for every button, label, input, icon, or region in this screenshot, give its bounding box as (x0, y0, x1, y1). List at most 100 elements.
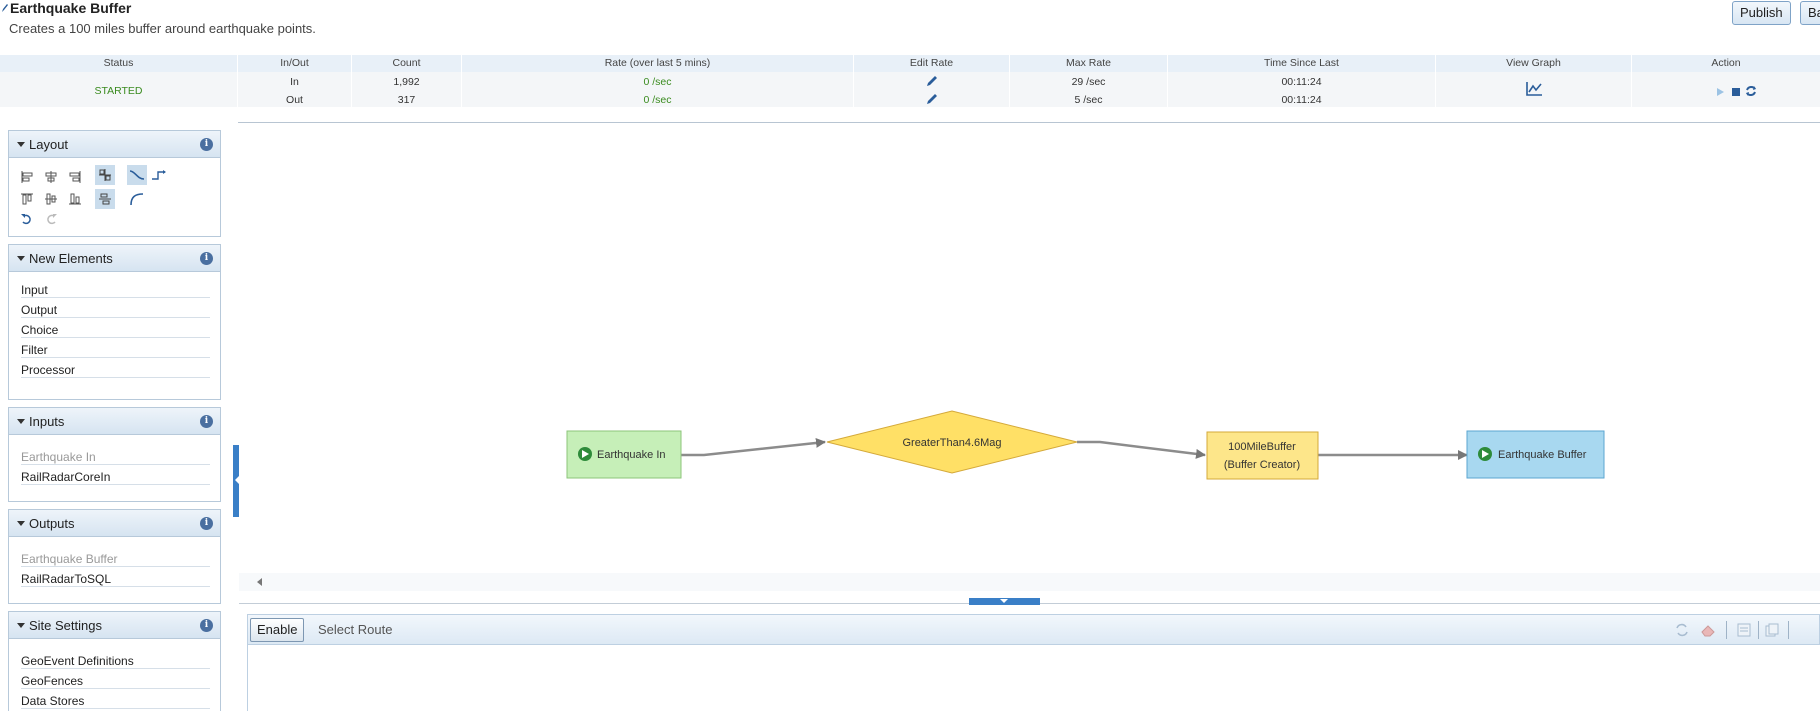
info-icon[interactable]: i (200, 517, 213, 530)
edit-rate-out-icon[interactable] (925, 93, 939, 108)
page-title: Earthquake Buffer (10, 0, 132, 16)
collapse-left-icon[interactable] (235, 476, 239, 484)
processor-node-label: 100MileBuffer (1228, 441, 1296, 453)
time-since-in: 00:11:24 (1281, 76, 1322, 88)
info-icon[interactable]: i (200, 415, 213, 428)
header-count: Count (392, 57, 421, 69)
new-element-input[interactable]: Input (21, 278, 210, 298)
publish-button[interactable]: Publish (1732, 1, 1791, 25)
properties-icon[interactable] (1736, 623, 1752, 637)
inout-out: Out (286, 94, 303, 106)
align-center-icon[interactable] (41, 167, 61, 187)
rate-out: 0 /sec (643, 94, 672, 106)
canvas-horizontal-scrollbar[interactable] (239, 573, 1820, 591)
align-top-icon[interactable] (17, 189, 37, 209)
max-rate-out: 5 /sec (1074, 94, 1103, 106)
col-status: Status STARTED (0, 55, 238, 107)
col-edit-rate: Edit Rate (854, 55, 1010, 107)
edit-title-icon[interactable] (0, 1, 10, 15)
col-max-rate: Max Rate 29 /sec 5 /sec (1010, 55, 1168, 107)
input-item: Earthquake In (21, 445, 210, 465)
count-out: 317 (397, 94, 416, 106)
header-rate: Rate (over last 5 mins) (604, 57, 711, 69)
new-elements-list: Input Output Choice Filter Processor (9, 272, 220, 378)
layout-panel-title: Layout (29, 136, 69, 152)
enable-button[interactable]: Enable (250, 618, 305, 642)
copy-icon[interactable] (1764, 623, 1780, 637)
line-chart-icon[interactable] (1525, 81, 1543, 100)
route-connector[interactable] (1077, 440, 1206, 459)
curved-connector-icon[interactable] (127, 165, 147, 185)
new-elements-panel-header[interactable]: New Elements i (9, 245, 220, 272)
toolbar-separator (1788, 621, 1789, 639)
new-element-processor[interactable]: Processor (21, 358, 210, 378)
layout-panel-header[interactable]: Layout i (9, 131, 220, 158)
info-icon[interactable]: i (200, 619, 213, 632)
outputs-panel-title: Outputs (29, 515, 75, 531)
processor-node[interactable]: 100MileBuffer (Buffer Creator) (1206, 431, 1319, 480)
new-element-output[interactable]: Output (21, 298, 210, 318)
toolbar-separator (1726, 621, 1727, 639)
distribute-vertical-icon[interactable] (95, 189, 115, 209)
site-setting-data-stores[interactable]: Data Stores (21, 689, 210, 709)
outputs-list: Earthquake Buffer RailRadarToSQL (9, 537, 220, 587)
stop-icon[interactable] (1731, 86, 1741, 100)
header-time-since: Time Since Last (1264, 57, 1339, 69)
redo-icon[interactable] (41, 209, 61, 229)
input-node[interactable]: Earthquake In (566, 430, 682, 479)
input-item[interactable]: RailRadarCoreIn (21, 465, 210, 485)
output-node-label: Earthquake Buffer (1498, 449, 1587, 461)
site-settings-panel-header[interactable]: Site Settings i (9, 612, 220, 639)
output-node[interactable]: Earthquake Buffer (1466, 430, 1605, 479)
collapse-caret-icon (17, 520, 25, 526)
header-action: Action (1711, 57, 1741, 69)
select-route-label: Select Route (318, 622, 393, 637)
align-bottom-icon[interactable] (65, 189, 85, 209)
collapse-caret-icon (17, 141, 25, 147)
refresh-icon[interactable] (1745, 85, 1757, 100)
info-icon[interactable]: i (200, 138, 213, 151)
stats-body-row (0, 72, 1820, 107)
output-item: Earthquake Buffer (21, 547, 210, 567)
new-element-filter[interactable]: Filter (21, 338, 210, 358)
new-element-choice[interactable]: Choice (21, 318, 210, 338)
site-settings-list: GeoEvent Definitions GeoFences Data Stor… (9, 639, 220, 709)
arc-connector-icon[interactable] (127, 189, 147, 209)
inputs-panel-header[interactable]: Inputs i (9, 408, 220, 435)
edit-rate-in-icon[interactable] (925, 75, 939, 90)
page-description: Creates a 100 miles buffer around earthq… (9, 21, 316, 36)
align-right-icon[interactable] (65, 167, 85, 187)
col-inout: In/Out In Out (238, 55, 352, 107)
swap-icon[interactable] (1674, 623, 1690, 637)
play-icon[interactable] (1715, 86, 1725, 100)
max-rate-in: 29 /sec (1071, 76, 1106, 88)
route-connector[interactable] (681, 437, 826, 457)
undo-icon[interactable] (17, 209, 37, 229)
status-value: STARTED (94, 85, 143, 97)
toolbar-separator (1758, 621, 1759, 639)
col-rate: Rate (over last 5 mins) 0 /sec 0 /sec (462, 55, 854, 107)
site-setting-geoevent-definitions[interactable]: GeoEvent Definitions (21, 649, 210, 669)
scroll-left-icon[interactable] (257, 578, 262, 586)
header-view-graph: View Graph (1506, 57, 1561, 69)
distribute-horizontal-icon[interactable] (95, 165, 115, 185)
filter-node[interactable]: GreaterThan4.6Mag (826, 410, 1078, 474)
collapse-caret-icon (17, 622, 25, 628)
site-setting-geofences[interactable]: GeoFences (21, 669, 210, 689)
align-left-icon[interactable] (17, 167, 37, 187)
info-icon[interactable]: i (200, 252, 213, 265)
inputs-panel-title: Inputs (29, 413, 65, 429)
header-status: Status (103, 57, 134, 69)
output-item[interactable]: RailRadarToSQL (21, 567, 210, 587)
align-middle-icon[interactable] (41, 189, 61, 209)
outputs-panel-header[interactable]: Outputs i (9, 510, 220, 537)
eraser-icon[interactable] (1700, 623, 1716, 637)
chevron-down-icon[interactable] (1000, 599, 1008, 603)
route-details-area (247, 645, 1820, 711)
elbow-connector-icon[interactable] (149, 165, 169, 185)
new-elements-panel-title: New Elements (29, 250, 113, 266)
inputs-list: Earthquake In RailRadarCoreIn (9, 435, 220, 485)
header-inout: In/Out (280, 57, 309, 69)
outputs-panel: Outputs i Earthquake Buffer RailRadarToS… (8, 509, 221, 604)
back-button[interactable]: Ba (1800, 1, 1820, 25)
